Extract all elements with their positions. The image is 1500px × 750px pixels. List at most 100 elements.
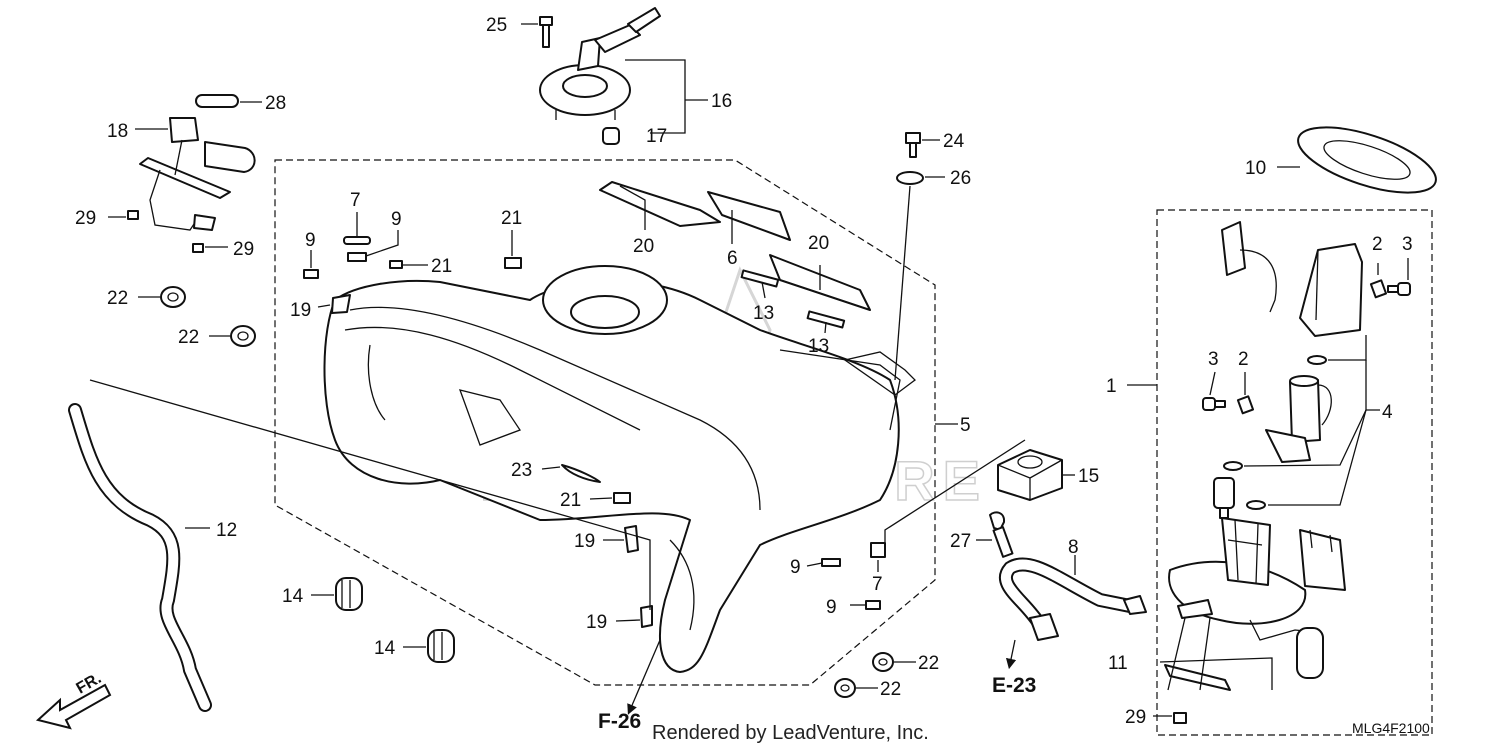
packing-10 bbox=[1297, 126, 1437, 194]
callout: 7 bbox=[350, 190, 361, 211]
callout: 25 bbox=[486, 15, 507, 36]
callout: 7 bbox=[872, 574, 883, 595]
insulator-6 bbox=[707, 191, 791, 241]
clip-29b bbox=[192, 243, 204, 253]
collar-2a bbox=[1369, 279, 1388, 299]
callout: 17 bbox=[646, 126, 667, 147]
wire-harness bbox=[1221, 221, 1277, 313]
callout: 28 bbox=[265, 93, 286, 114]
callout: 9 bbox=[826, 597, 837, 618]
pad-9a bbox=[303, 269, 319, 279]
pad-21a bbox=[504, 257, 522, 269]
ref-label-f26: F-26 bbox=[598, 710, 641, 733]
callout: 1 bbox=[1106, 376, 1117, 397]
o-ring-4c bbox=[1246, 500, 1266, 510]
fuel-tank bbox=[323, 265, 916, 673]
fuel-level-sensor bbox=[1249, 619, 1324, 679]
grommet-22a bbox=[160, 286, 186, 308]
screw-3b bbox=[1202, 397, 1226, 411]
callout: 26 bbox=[950, 168, 971, 189]
pump-base-plate bbox=[1168, 517, 1307, 625]
credit-text: Rendered by LeadVenture, Inc. bbox=[652, 722, 929, 744]
callout: 22 bbox=[107, 288, 128, 309]
callout: 19 bbox=[574, 531, 595, 552]
pad-19c bbox=[640, 605, 653, 628]
pad-21b bbox=[389, 260, 403, 269]
leader-lines bbox=[89, 23, 1409, 717]
ref-label-e23: E-23 bbox=[992, 674, 1036, 697]
callout: 11 bbox=[1108, 653, 1128, 674]
callout: 29 bbox=[1125, 707, 1146, 728]
o-ring-4b bbox=[1223, 461, 1243, 471]
grommet-22c bbox=[872, 652, 894, 672]
callout: 10 bbox=[1245, 158, 1266, 179]
grommet-22d bbox=[834, 678, 856, 698]
callout: 16 bbox=[711, 91, 732, 112]
diagram-code: MLG4F2100 bbox=[1352, 720, 1430, 736]
pad-9c bbox=[821, 558, 841, 567]
callout: 19 bbox=[290, 300, 311, 321]
o-ring-28 bbox=[195, 94, 239, 108]
callout: 19 bbox=[586, 612, 607, 633]
fuel-pump-motor bbox=[1265, 375, 1332, 463]
pad-21c bbox=[613, 492, 631, 504]
grommet-22b bbox=[230, 325, 256, 347]
front-direction-arrow: FR. bbox=[35, 670, 112, 730]
callout: 14 bbox=[374, 638, 396, 659]
callout: 14 bbox=[282, 586, 304, 607]
pad-13b bbox=[806, 310, 846, 329]
connector-15 bbox=[997, 449, 1063, 501]
damper-14a bbox=[335, 577, 363, 611]
callout: 27 bbox=[950, 531, 971, 552]
bolt-24 bbox=[905, 132, 921, 158]
callout: 12 bbox=[216, 520, 237, 541]
callout: 2 bbox=[1238, 349, 1249, 370]
pad-13a bbox=[740, 269, 780, 288]
pad-23 bbox=[561, 464, 601, 483]
callout: 4 bbox=[1382, 402, 1393, 423]
callout: 21 bbox=[560, 490, 581, 511]
clamp-27 bbox=[989, 511, 1014, 558]
pad-9b bbox=[347, 252, 367, 262]
callout: 3 bbox=[1208, 349, 1219, 370]
pad-7a bbox=[343, 236, 371, 245]
sub-pump-18 bbox=[139, 117, 256, 231]
clip-29a bbox=[127, 210, 139, 220]
clip-29c bbox=[1173, 712, 1187, 724]
callout: 22 bbox=[918, 653, 939, 674]
callout: 24 bbox=[943, 131, 965, 152]
bolt-25 bbox=[539, 16, 553, 48]
collar-2b bbox=[1236, 395, 1255, 415]
callout: 18 bbox=[107, 121, 128, 142]
callout: 5 bbox=[960, 415, 971, 436]
callout: 9 bbox=[391, 209, 402, 230]
fuel-hose-8 bbox=[999, 557, 1147, 641]
callout: 22 bbox=[178, 327, 199, 348]
callout: 9 bbox=[305, 230, 316, 251]
plug-17 bbox=[602, 127, 620, 145]
fuel-tank-group-box bbox=[274, 159, 936, 686]
pad-9d bbox=[865, 600, 881, 610]
callout: 20 bbox=[633, 236, 654, 257]
callout: 3 bbox=[1402, 234, 1413, 255]
pad-19b bbox=[624, 525, 639, 553]
callout: 20 bbox=[808, 233, 829, 254]
insulator-20a bbox=[599, 181, 721, 227]
fuel-filter-11 bbox=[1164, 664, 1231, 691]
callout: 13 bbox=[753, 303, 774, 324]
pump-cover bbox=[1299, 243, 1363, 337]
callout: 21 bbox=[501, 208, 522, 229]
fuel-cap bbox=[539, 7, 661, 120]
callout: 23 bbox=[511, 460, 532, 481]
pump-bracket bbox=[1299, 529, 1346, 591]
pad-19a bbox=[331, 294, 351, 314]
washer-26 bbox=[896, 171, 924, 185]
callout: 6 bbox=[727, 248, 738, 269]
callout: 15 bbox=[1078, 466, 1099, 487]
callout: 8 bbox=[1068, 537, 1079, 558]
damper-14b bbox=[427, 629, 455, 663]
callout: 21 bbox=[431, 256, 452, 277]
pressure-regulator bbox=[1213, 477, 1235, 519]
collar-7b bbox=[870, 542, 886, 558]
